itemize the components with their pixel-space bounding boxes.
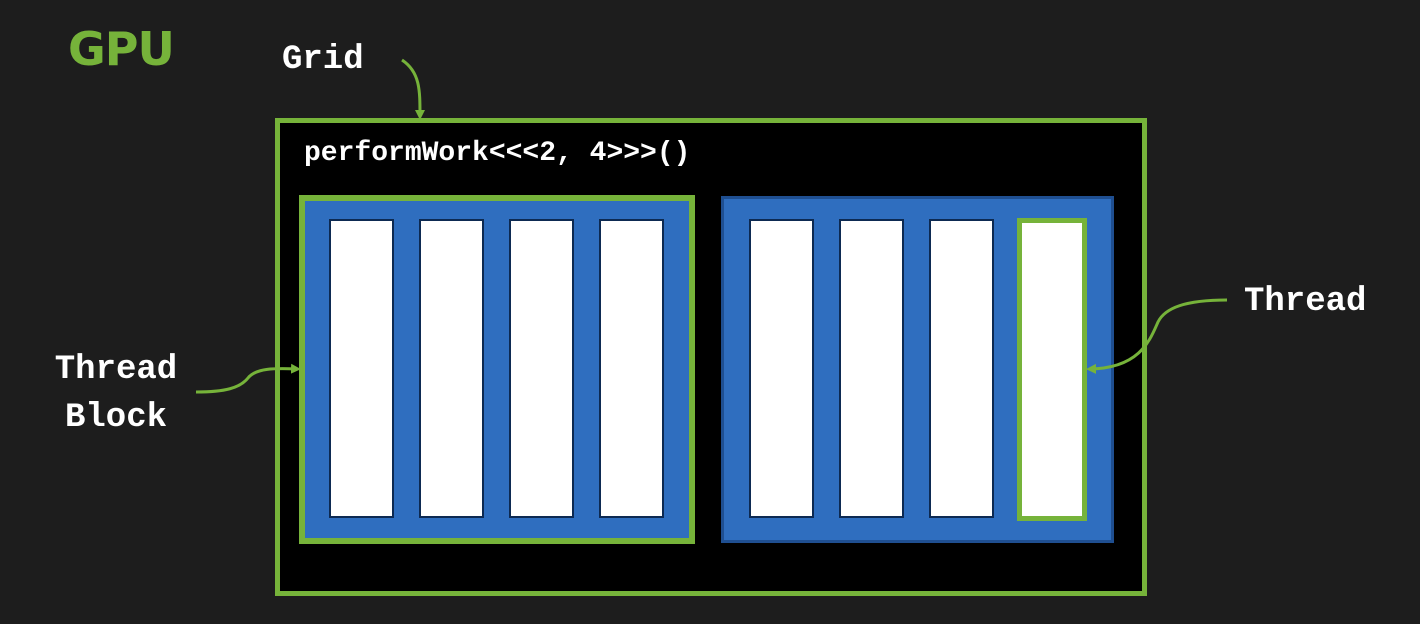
thread-1-2 xyxy=(419,219,484,518)
thread-1-3 xyxy=(509,219,574,518)
thread-block-label-line2: Block xyxy=(64,399,168,437)
thread-2-2 xyxy=(839,219,904,518)
grid-arrow xyxy=(401,58,425,120)
thread-1-4 xyxy=(599,219,664,518)
kernel-call-label: performWork<<<2, 4>>>() xyxy=(304,138,691,169)
thread-1-1 xyxy=(329,219,394,518)
grid-label: Grid xyxy=(282,41,364,79)
thread-2-1 xyxy=(749,219,814,518)
thread-2-3 xyxy=(929,219,994,518)
thread-2-4-highlighted xyxy=(1017,218,1087,521)
gpu-title: GPU xyxy=(68,22,175,76)
thread-label: Thread xyxy=(1244,283,1367,321)
thread-block-label-line1: Thread xyxy=(54,351,178,389)
thread-block-label: Thread Block xyxy=(40,346,192,442)
